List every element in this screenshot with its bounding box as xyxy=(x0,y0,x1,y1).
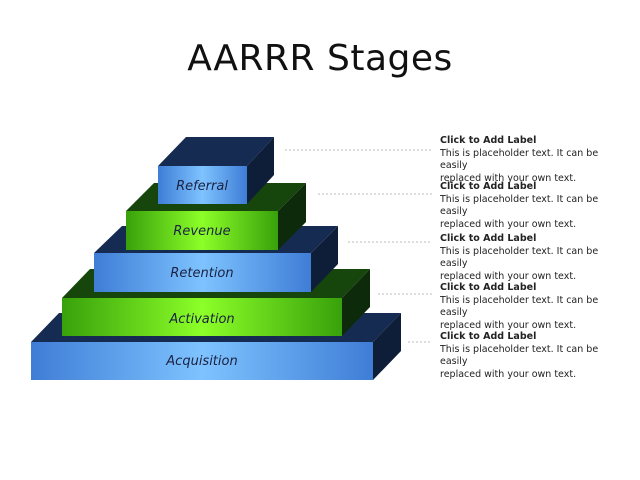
stage-label-activation: Activation xyxy=(168,312,234,327)
callout-4[interactable]: Click to Add Label This is placeholder t… xyxy=(440,282,620,332)
stage-label-referral: Referral xyxy=(176,179,228,194)
callout-body-line: This is placeholder text. It can be easi… xyxy=(440,245,599,270)
block-front-face xyxy=(94,253,311,292)
callout-body-line: replaced with your own text. xyxy=(440,368,577,380)
stage-label-retention: Retention xyxy=(170,266,233,281)
block-front-face xyxy=(31,342,373,380)
callout-body-line: replaced with your own text. xyxy=(440,270,577,282)
callout-body-line: This is placeholder text. It can be easi… xyxy=(440,147,599,172)
block-side-face xyxy=(311,226,338,292)
callout-body-line: This is placeholder text. It can be easi… xyxy=(440,343,599,368)
block-front-face xyxy=(158,166,247,204)
slide-title: AARRR Stages xyxy=(187,38,453,79)
block-front-face xyxy=(62,298,342,336)
block-front-face xyxy=(126,211,278,250)
callout-heading[interactable]: Click to Add Label xyxy=(440,282,537,293)
leader-lines xyxy=(285,149,432,343)
callout-body-line: replaced with your own text. xyxy=(440,172,577,184)
stage-label-acquisition: Acquisition xyxy=(165,354,237,369)
stage-block-referral[interactable]: Referral xyxy=(158,137,274,204)
callout-body-line: replaced with your own text. xyxy=(440,218,577,230)
callout-1[interactable]: Click to Add Label This is placeholder t… xyxy=(440,135,620,185)
block-top-face xyxy=(158,137,274,166)
block-side-face xyxy=(278,183,306,250)
callout-body-line: This is placeholder text. It can be easi… xyxy=(440,294,599,319)
block-side-face xyxy=(342,269,370,336)
stage-label-revenue: Revenue xyxy=(173,224,230,239)
block-side-face xyxy=(247,137,274,204)
callout-2[interactable]: Click to Add Label This is placeholder t… xyxy=(440,181,620,231)
block-side-face xyxy=(373,313,401,380)
callout-5[interactable]: Click to Add Label This is placeholder t… xyxy=(440,331,620,381)
callout-heading[interactable]: Click to Add Label xyxy=(440,135,537,146)
callout-heading[interactable]: Click to Add Label xyxy=(440,233,537,244)
callout-heading[interactable]: Click to Add Label xyxy=(440,331,537,342)
callout-body-line: replaced with your own text. xyxy=(440,319,577,331)
callout-heading[interactable]: Click to Add Label xyxy=(440,181,537,192)
callout-3[interactable]: Click to Add Label This is placeholder t… xyxy=(440,233,620,283)
callout-body-line: This is placeholder text. It can be easi… xyxy=(440,193,599,218)
